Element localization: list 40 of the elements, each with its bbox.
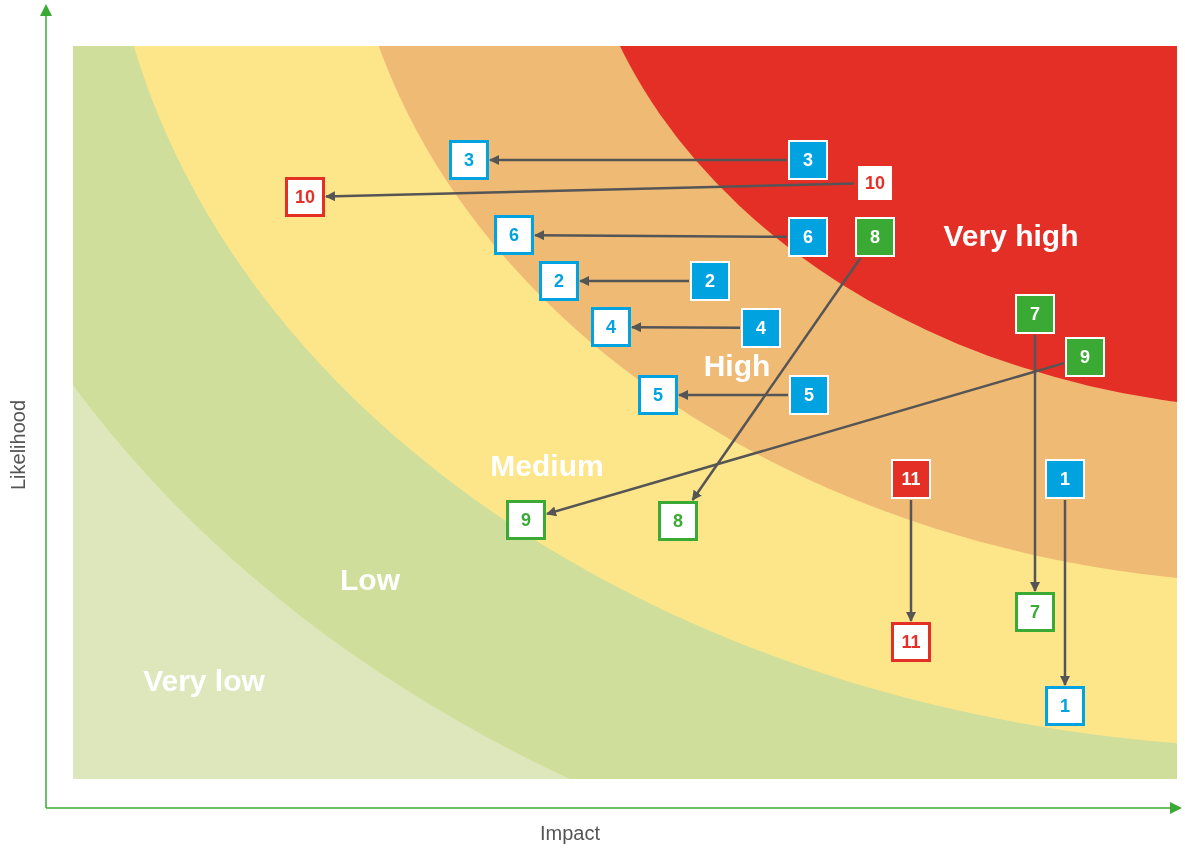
zone-label: Very high xyxy=(943,219,1079,253)
residual-risk-marker: 4 xyxy=(591,307,631,347)
risk-marker: 3 xyxy=(788,140,828,180)
risk-marker: 8 xyxy=(855,217,895,257)
risk-marker: 7 xyxy=(1015,294,1055,334)
x-axis-title: Impact xyxy=(540,821,600,845)
arrow xyxy=(534,230,787,241)
arrow xyxy=(1060,500,1070,686)
residual-risk-marker: 10 xyxy=(855,163,895,203)
risk-marker: 2 xyxy=(690,261,730,301)
residual-risk-marker: 3 xyxy=(449,140,489,180)
arrow xyxy=(325,182,855,202)
residual-risk-marker: 8 xyxy=(658,501,698,541)
residual-risk-marker: 1 xyxy=(1045,686,1085,726)
arrow xyxy=(489,155,787,165)
y-axis-title: Likelihood xyxy=(6,399,30,491)
arrow xyxy=(691,257,862,501)
arrow xyxy=(579,276,689,286)
residual-risk-marker: 11 xyxy=(891,622,931,662)
risk-marker: 11 xyxy=(891,459,931,499)
residual-risk-marker: 5 xyxy=(638,375,678,415)
risk-marker: 1 xyxy=(1045,459,1085,499)
arrow xyxy=(678,390,788,400)
zone-label: High xyxy=(703,349,771,383)
arrow xyxy=(1030,335,1040,592)
residual-risk-marker: 9 xyxy=(506,500,546,540)
residual-risk-marker: 2 xyxy=(539,261,579,301)
arrow xyxy=(631,322,740,333)
risk-marker: 6 xyxy=(788,217,828,257)
zone-label: Low xyxy=(340,563,400,597)
residual-risk-marker: 10 xyxy=(285,177,325,217)
zone-label: Very low xyxy=(143,664,265,698)
residual-risk-marker: 6 xyxy=(494,215,534,255)
arrow xyxy=(906,500,916,622)
arrow xyxy=(546,361,1065,517)
zone-label: Medium xyxy=(490,449,604,483)
risk-marker: 9 xyxy=(1065,337,1105,377)
residual-risk-marker: 7 xyxy=(1015,592,1055,632)
risk-marker: 5 xyxy=(789,375,829,415)
risk-marker: 4 xyxy=(741,308,781,348)
